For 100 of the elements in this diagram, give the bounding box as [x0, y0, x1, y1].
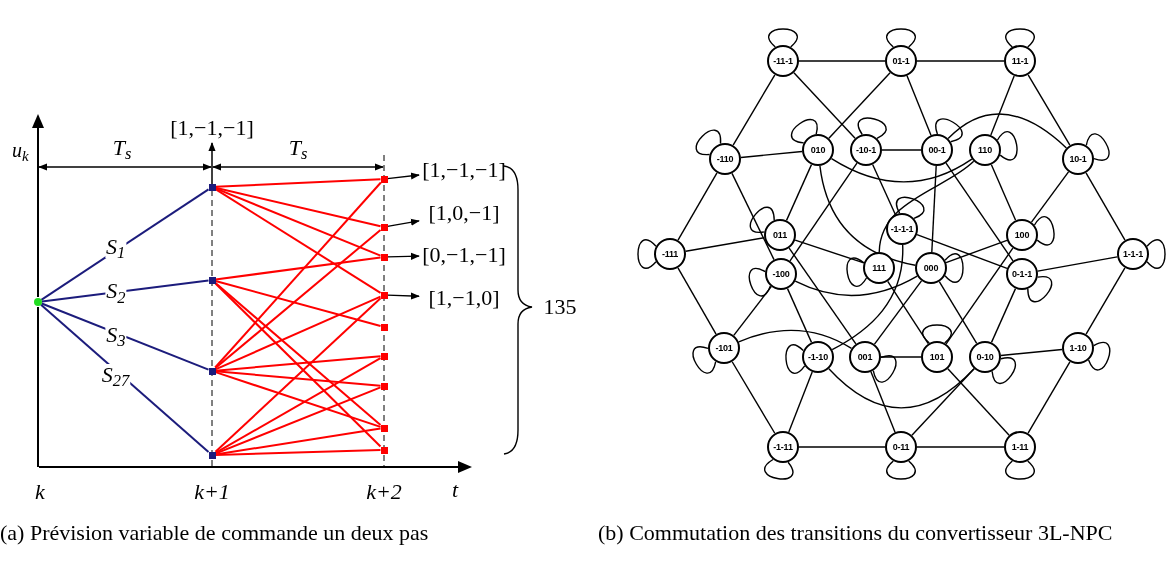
- self-loop: [749, 206, 775, 233]
- self-loop: [935, 118, 963, 143]
- state-label: -110: [716, 154, 734, 164]
- self-loop: [1005, 28, 1035, 48]
- self-loop: [886, 28, 916, 48]
- vector-label: [1,−1,−1]: [422, 159, 506, 181]
- connector-line: [931, 165, 937, 253]
- state-marker: [380, 446, 388, 454]
- caption: (a) Prévision variable de commande un deux pas: [0, 519, 430, 547]
- connector-line: [798, 446, 886, 448]
- state-label: 000: [923, 263, 939, 273]
- connector-line: [214, 178, 382, 188]
- state-label: -1-10: [808, 352, 828, 362]
- axis-label: k+1: [194, 481, 230, 503]
- axis-label: k: [35, 481, 45, 503]
- state-marker: [380, 382, 388, 390]
- state-label: -1-1-1: [890, 224, 914, 234]
- self-loop: [790, 119, 818, 144]
- state-marker: [208, 367, 216, 375]
- state-label: -111: [661, 249, 679, 259]
- self-loop: [1085, 133, 1110, 161]
- axis-label: T$_{s}$: [288, 137, 308, 159]
- connector-line: [40, 302, 210, 371]
- axis-label: k+2: [366, 481, 402, 503]
- axis-label: t: [451, 479, 459, 501]
- state-label: 1-10: [1069, 343, 1087, 353]
- self-loop: [991, 357, 1016, 385]
- connector-line: [214, 256, 382, 281]
- self-loop: [922, 324, 952, 344]
- connector-line: [40, 188, 210, 301]
- connector-line: [214, 386, 382, 455]
- connector-line: [214, 188, 382, 294]
- state-label: 00-1: [928, 145, 946, 155]
- state-marker: [208, 183, 216, 191]
- state-label: -101: [715, 343, 733, 353]
- self-loop: [944, 253, 964, 283]
- axis-label: [1,−1,−1]: [170, 117, 254, 139]
- state-marker: [380, 424, 388, 432]
- state-marker: [208, 451, 216, 459]
- caption: (b) Commutation des transitions du convertisseur 3L-NPC: [598, 519, 1114, 547]
- connector-line: [214, 181, 382, 369]
- axis-label: T$_{s}$: [112, 137, 132, 159]
- state-label: 1-11: [1011, 442, 1029, 452]
- self-loop: [764, 458, 794, 480]
- arrow: [386, 172, 420, 180]
- connector-line: [1037, 256, 1118, 272]
- state-label: 0-10: [976, 352, 994, 362]
- axis-label: u$_{k}$: [12, 140, 29, 160]
- connector-line: [911, 368, 975, 436]
- connector-line: [798, 60, 886, 62]
- state-label: -11-1: [773, 56, 793, 66]
- self-loop: [1033, 216, 1055, 246]
- self-loop: [1027, 276, 1053, 303]
- edge-label: S$_{3}$: [105, 324, 127, 347]
- self-loop: [872, 355, 897, 383]
- connector-line: [214, 357, 382, 454]
- axis-label: 135: [543, 296, 577, 318]
- state-label: 10-1: [1069, 154, 1087, 164]
- self-loop: [768, 28, 798, 48]
- state-marker: [380, 323, 388, 331]
- connector-line: [828, 72, 891, 139]
- self-loop: [896, 196, 925, 220]
- connector-line: [881, 149, 922, 151]
- state-label: 0-11: [892, 442, 910, 452]
- connector-line: [906, 75, 932, 136]
- edge-label: S$_{27}$: [100, 364, 131, 387]
- connector-line: [214, 228, 382, 370]
- start-point: [34, 298, 42, 306]
- connector-line: [878, 160, 975, 253]
- connector-line: [990, 75, 1015, 136]
- self-loop: [996, 131, 1018, 161]
- self-loop: [1087, 342, 1111, 371]
- state-label: 011: [773, 230, 787, 240]
- connector-line: [880, 356, 922, 358]
- state-label: 0-1-1: [1012, 269, 1032, 279]
- state-marker: [380, 253, 388, 261]
- connector-line: [214, 279, 382, 328]
- arrow: [386, 218, 420, 228]
- state-label: 11-1: [1011, 56, 1029, 66]
- state-label: 111: [872, 263, 886, 273]
- vector-label: [1,−1,0]: [428, 287, 500, 309]
- vector-label: [1,0,−1]: [428, 202, 500, 224]
- vector-label: [0,−1,−1]: [422, 244, 506, 266]
- state-label: 101: [929, 352, 945, 362]
- connector-line: [214, 370, 382, 387]
- state-marker: [380, 352, 388, 360]
- arrow: [386, 252, 420, 260]
- state-label: 110: [978, 145, 992, 155]
- state-label: 100: [1014, 230, 1030, 240]
- state-marker: [380, 223, 388, 231]
- self-loop: [692, 346, 717, 374]
- self-loop: [1146, 239, 1166, 269]
- connector-line: [947, 368, 1010, 436]
- state-marker: [380, 175, 388, 183]
- state-label: 010: [810, 145, 826, 155]
- state-label: 001: [857, 352, 873, 362]
- connector-line: [947, 113, 1068, 149]
- connector-line: [870, 371, 896, 433]
- connector-line: [214, 295, 382, 371]
- state-marker: [380, 291, 388, 299]
